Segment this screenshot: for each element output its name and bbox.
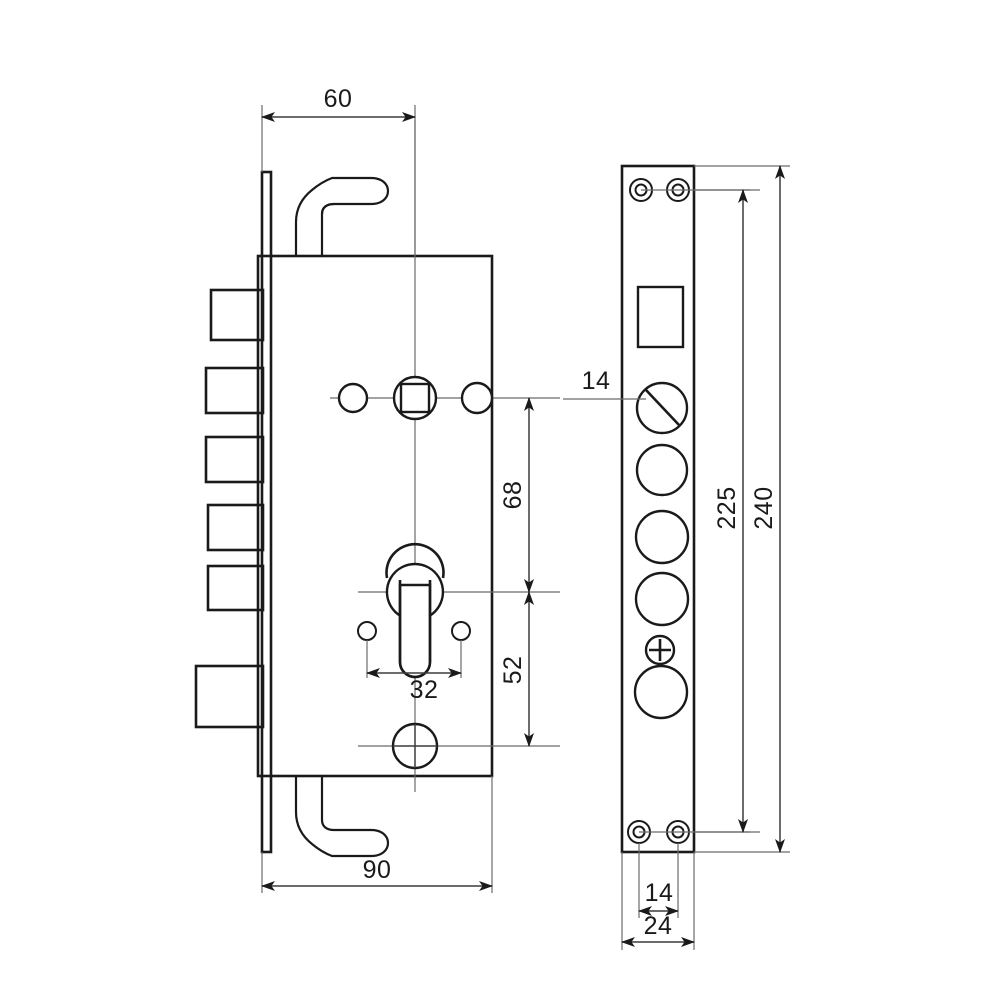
faceplate-front-view: 14 225 240 14 — [563, 164, 790, 950]
lower-crosshair-hole — [391, 722, 439, 770]
auxiliary-hole-right — [460, 381, 494, 415]
dimension-52-label: 52 — [499, 656, 527, 685]
upper-hole-row — [337, 375, 494, 421]
dimension-14-diameter-label: 14 — [582, 367, 611, 395]
lower-hook-bolt — [294, 774, 390, 858]
bolt-projection-3 — [204, 435, 265, 484]
slotted-bolt-hole — [635, 381, 689, 435]
upper-hook-bolt — [294, 176, 390, 258]
dimension-32: 32 — [366, 668, 462, 704]
dimension-60-label: 60 — [324, 85, 353, 113]
dimension-14-diameter: 14 — [563, 367, 646, 400]
dimension-68: 68 — [499, 397, 534, 593]
bolt-hole-3 — [634, 509, 690, 565]
bolt-projections — [194, 288, 265, 729]
lock-case-body — [256, 254, 494, 778]
dimension-14-centres-label: 14 — [645, 879, 674, 907]
faceplate-outline — [620, 164, 696, 854]
bolt-projection-5 — [206, 564, 265, 612]
dimension-24: 24 — [621, 852, 695, 950]
lock-body-side-view: 60 90 68 52 32 — [194, 85, 560, 893]
dimension-225: 225 — [694, 189, 750, 833]
dimension-225-label: 225 — [713, 486, 741, 529]
bolt-projection-4 — [206, 503, 265, 552]
dimension-52: 52 — [499, 591, 534, 747]
dimension-90-label: 90 — [363, 856, 392, 884]
dimension-14-centres: 14 — [638, 843, 679, 918]
bolt-projection-1 — [209, 288, 265, 342]
auxiliary-hole-left — [337, 382, 369, 414]
cylinder-fixing-hole-right — [451, 621, 471, 641]
cylinder-fixing-hole-left — [357, 621, 377, 641]
bolt-hole-4 — [634, 571, 690, 627]
dimension-32-label: 32 — [410, 676, 439, 704]
dimension-240-label: 240 — [750, 486, 778, 529]
latch-cutout — [636, 285, 685, 349]
phillips-adjust-screw — [644, 634, 676, 666]
bolt-hole-5 — [633, 664, 689, 720]
dimension-24-label: 24 — [644, 912, 673, 940]
dimension-240: 240 — [694, 165, 790, 853]
dimension-60: 60 — [261, 85, 416, 256]
bolt-projection-2 — [204, 366, 265, 415]
dimension-68-label: 68 — [499, 481, 527, 510]
top-screw-holes — [629, 178, 760, 202]
bolt-hole-2 — [635, 443, 689, 497]
euro-cylinder-cutout — [385, 542, 445, 679]
dimension-90: 90 — [261, 776, 493, 893]
bolt-projection-6-large — [194, 664, 265, 729]
square-spindle-bore — [399, 382, 431, 414]
